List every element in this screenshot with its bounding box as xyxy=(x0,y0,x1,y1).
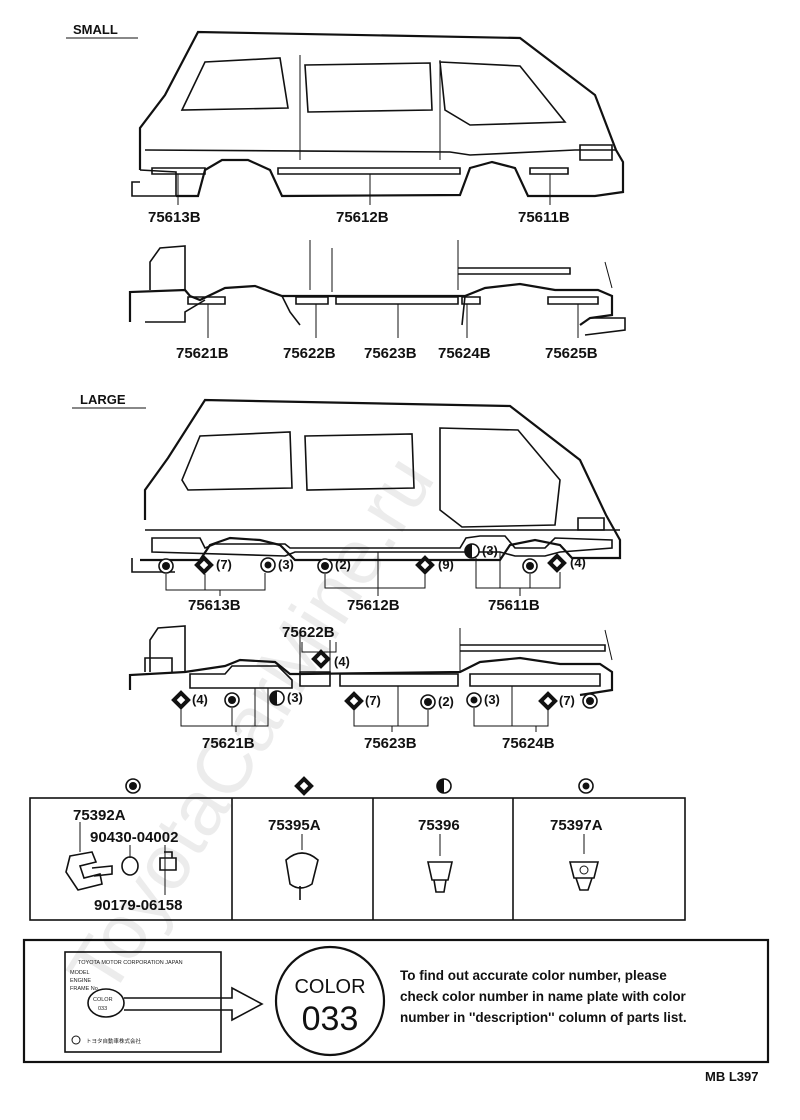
part-label: 75624B xyxy=(502,735,555,752)
part-label: 90430-04002 xyxy=(90,829,178,846)
part-label: 75624B xyxy=(438,345,491,362)
small-section-label: SMALL xyxy=(73,22,118,37)
qty-label: (4) xyxy=(192,692,208,707)
qty-label: (3) xyxy=(484,692,500,707)
plate-color-number: 033 xyxy=(98,1006,107,1012)
part-label: 90179-06158 xyxy=(94,897,182,914)
part-label: 75613B xyxy=(148,209,201,226)
instruction-line: number in ''description'' column of part… xyxy=(400,1010,687,1025)
part-label: 75395A xyxy=(268,817,321,834)
qty-label: (4) xyxy=(570,555,586,570)
panel-frame xyxy=(22,938,770,1064)
part-label: 75611B xyxy=(518,209,570,226)
color-instructions: To find out accurate color number, pleas… xyxy=(400,965,770,1028)
part-label: 75621B xyxy=(176,345,229,362)
part-label: 75392A xyxy=(73,807,126,824)
arrow-icon xyxy=(124,986,264,1022)
part-label: 75613B xyxy=(188,597,241,614)
table-frame xyxy=(29,797,686,921)
plate-color-label: COLOR xyxy=(93,997,113,1003)
qty-label: (7) xyxy=(216,557,232,572)
name-plate xyxy=(64,951,222,1053)
qty-label: (3) xyxy=(278,557,294,572)
part-label: 75612B xyxy=(347,597,400,614)
instruction-line: To find out accurate color number, pleas… xyxy=(400,968,667,983)
part-label: 75621B xyxy=(202,735,255,752)
color-info-panel: TOYOTA MOTOR CORPORATION JAPAN MODEL ENG… xyxy=(22,938,770,1064)
plate-company: TOYOTA MOTOR CORPORATION JAPAN xyxy=(78,960,183,966)
large-upper-view: LARGE (7) (3) (2) (9) (3) (4) 75613B xyxy=(72,392,622,614)
qty-label: (7) xyxy=(365,693,381,708)
color-number: 033 xyxy=(302,1000,359,1038)
part-label: 75625B xyxy=(545,345,598,362)
color-word: COLOR xyxy=(294,976,365,998)
diagram-code: MB L397 xyxy=(705,1069,758,1084)
part-label: 75397A xyxy=(550,817,603,834)
part-label: 75611B xyxy=(488,597,540,614)
qty-label: (3) xyxy=(482,543,498,558)
watermark: ToyotaCarMine.ru xyxy=(50,440,451,1009)
part-label: 75622B xyxy=(283,345,336,362)
small-lower-view: 75621B 75622B 75623B 75624B 75625B xyxy=(128,240,626,362)
qty-label: (9) xyxy=(438,557,454,572)
fastener-table: 75392A 90430-04002 90179-06158 75395A 75… xyxy=(29,776,686,921)
qty-label: (3) xyxy=(287,690,303,705)
qty-label: (4) xyxy=(334,654,350,669)
part-label: 75623B xyxy=(364,345,417,362)
large-section-label: LARGE xyxy=(80,392,126,407)
part-label: 75612B xyxy=(336,209,389,226)
part-label: 75623B xyxy=(364,735,417,752)
plate-row: ENGINE xyxy=(70,978,91,984)
plate-row: MODEL xyxy=(70,970,90,976)
qty-label: (2) xyxy=(438,694,454,709)
large-lower-view: 75622B (4) (4) (3) (7) (2) (3) (7) 75621… xyxy=(128,624,614,752)
qty-label: (7) xyxy=(559,693,575,708)
part-label: 75622B xyxy=(282,624,335,641)
part-label: 75396 xyxy=(418,817,460,834)
small-upper-view: SMALL 75613B 75612B 75611B xyxy=(66,22,625,226)
plate-row: FRAME No. xyxy=(70,986,100,992)
qty-label: (2) xyxy=(335,557,351,572)
color-code-circle xyxy=(274,945,386,1057)
instruction-line: check color number in name plate with co… xyxy=(400,989,686,1004)
plate-japanese: トヨタ自動車株式会社 xyxy=(86,1037,142,1045)
